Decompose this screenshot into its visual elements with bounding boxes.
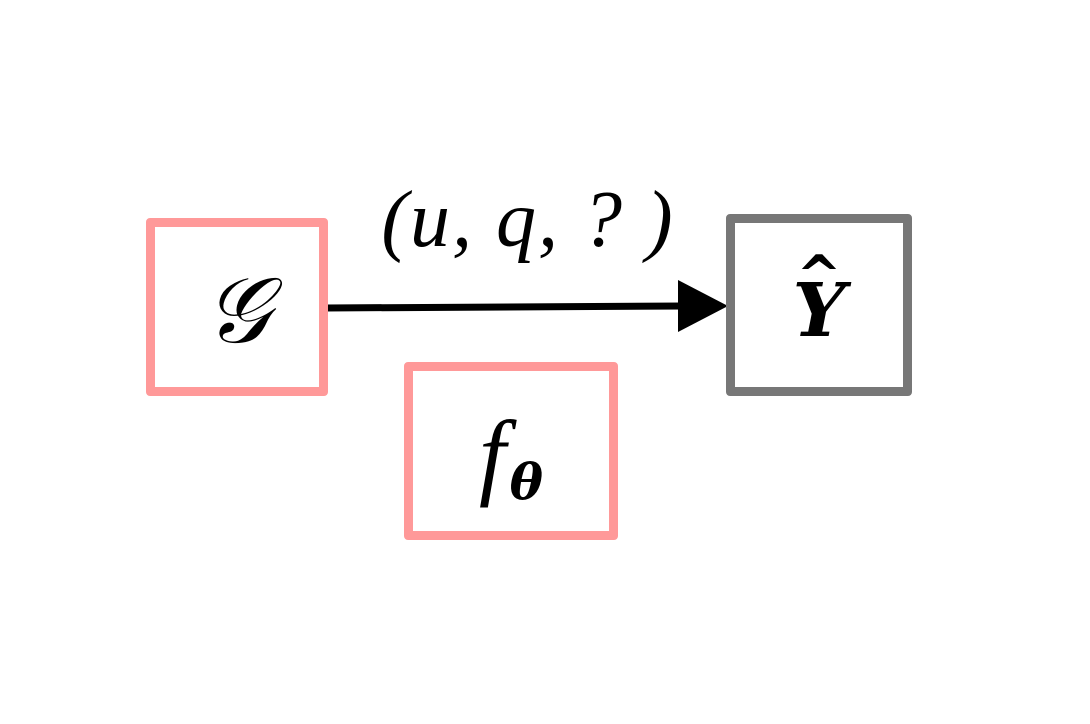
model-symbol: f θ [478, 401, 543, 508]
model-function-letter: f [478, 401, 506, 508]
model-parameter-subscript: θ [509, 452, 544, 511]
output-node: ^ Y [726, 214, 912, 396]
edge-label: (u, q, ? ) [381, 176, 675, 264]
output-symbol: ^ Y [793, 244, 846, 348]
arrow-head [678, 280, 728, 332]
graph-node: 𝒢 [146, 218, 328, 396]
model-node: f θ [404, 362, 618, 540]
graph-symbol: 𝒢 [204, 260, 270, 362]
arrow-line [325, 302, 685, 312]
output-letter: Y [792, 268, 846, 354]
hat-accent: ^ [796, 244, 842, 307]
